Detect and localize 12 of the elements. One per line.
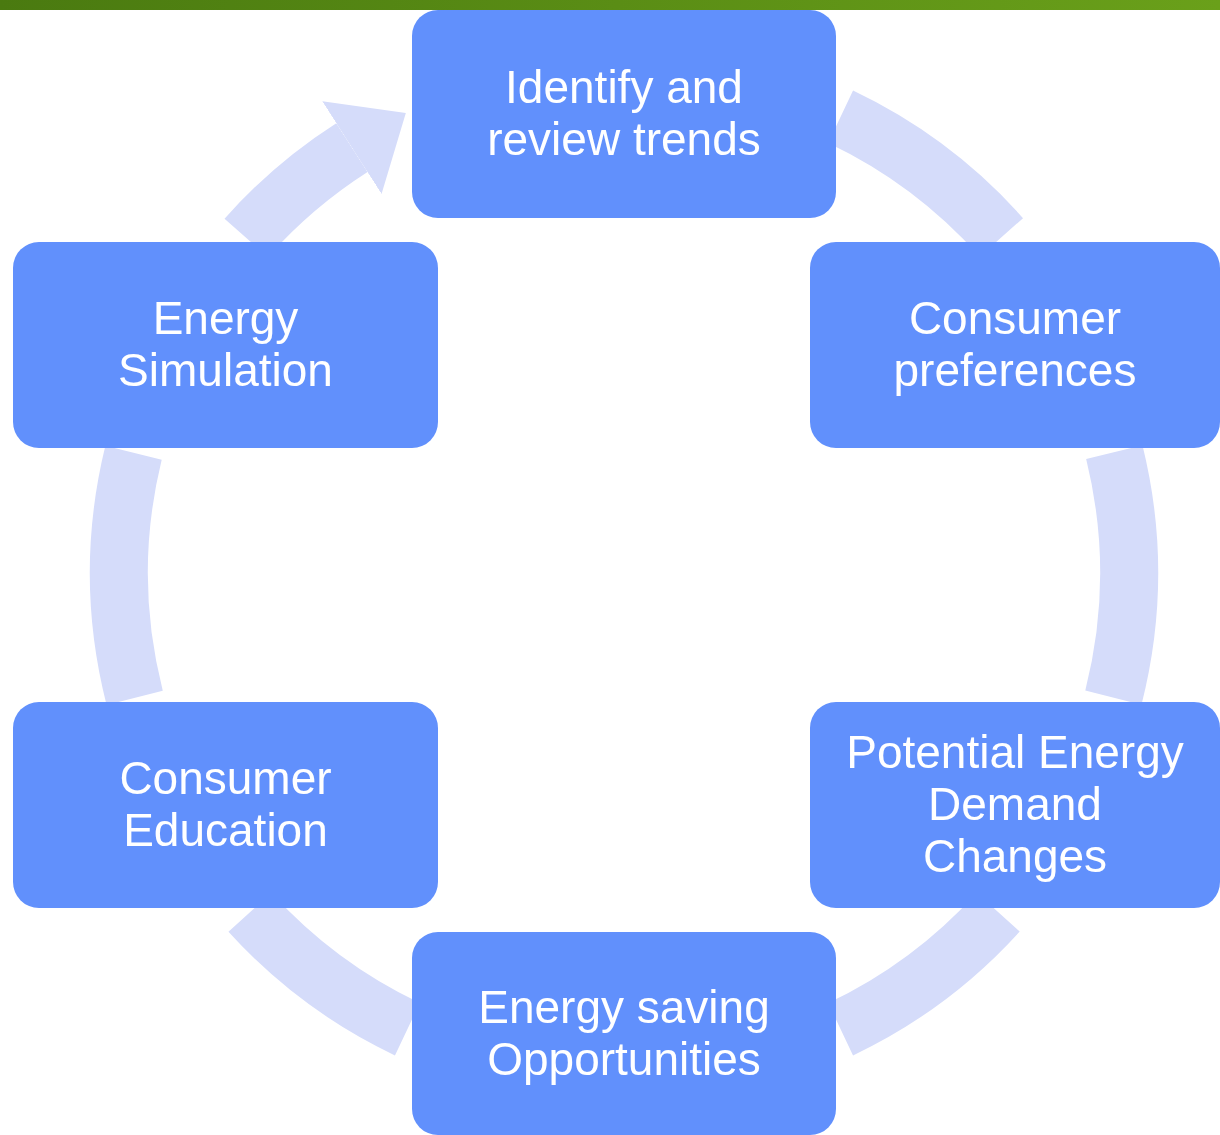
process-box [810,242,1220,448]
box-label: Identify and review trends [486,62,762,166]
process-box [810,702,1220,908]
process-box [13,242,438,448]
box-label: Energy Simulation [117,293,334,397]
box-label: Consumer Education [118,753,333,857]
process-box [412,932,836,1135]
process-box [13,702,438,908]
process-box [412,10,836,218]
box-label: Potential Energy Demand Changes [845,727,1185,883]
box-label: Energy saving Opportunities [477,981,771,1086]
box-label: Consumer preferences [892,293,1138,397]
